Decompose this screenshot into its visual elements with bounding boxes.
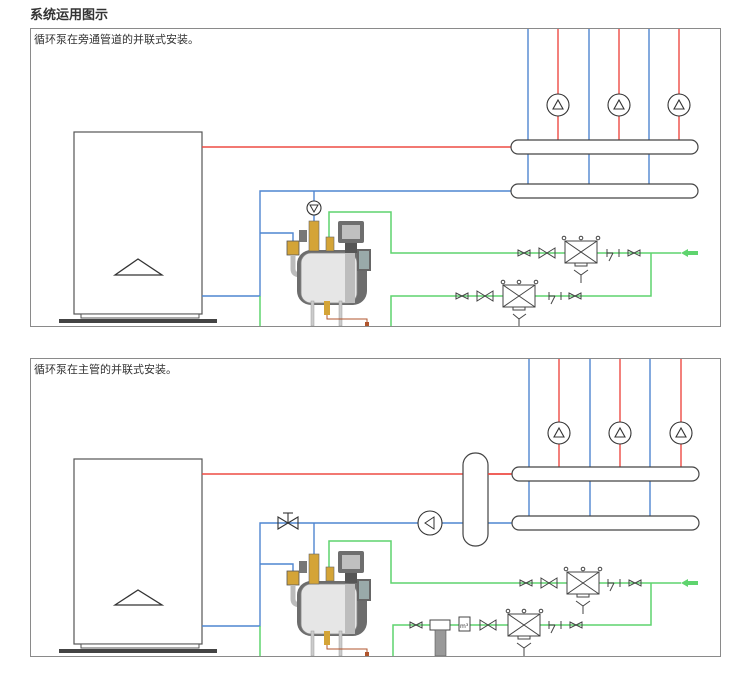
boiler xyxy=(59,131,217,323)
panel-caption: 循环泵在主管的并联式安装。 xyxy=(34,363,177,376)
make-up-valve-train-upper xyxy=(517,235,641,283)
water-meter-label: m³ xyxy=(460,623,469,630)
consumer-pump-icons xyxy=(547,421,693,445)
diagram-panel-bypass: 循环泵在旁通管道的并联式安装。 xyxy=(30,28,721,327)
main-pipe-installation-diagram: m³ xyxy=(59,359,700,656)
boiler xyxy=(59,458,217,653)
bypass-pump-icon xyxy=(306,200,322,216)
return-header xyxy=(510,183,699,199)
inlet-arrow-icon xyxy=(681,249,698,257)
diagram-panel-main-pipe: 循环泵在主管的并联式安装。 xyxy=(30,358,721,657)
degassing-unit xyxy=(286,551,371,656)
supply-header xyxy=(511,466,700,482)
balancing-valve-icon xyxy=(277,512,299,530)
return-header xyxy=(511,515,700,531)
make-up-valve-train-lower xyxy=(455,279,582,326)
consumer-risers xyxy=(527,29,680,191)
make-up-valve-train-lower xyxy=(409,608,583,656)
page-title: 系统运用图示 xyxy=(30,8,109,23)
consumer-risers xyxy=(488,359,682,523)
degassing-unit xyxy=(286,220,371,326)
panel-caption: 循环泵在旁通管道的并联式安装。 xyxy=(34,33,199,46)
inlet-arrow-icon xyxy=(681,579,698,587)
consumer-pump-icons xyxy=(546,93,691,117)
main-pump-icon xyxy=(417,510,443,536)
hydraulic-separator xyxy=(462,452,489,547)
bypass-installation-diagram xyxy=(59,29,699,326)
make-up-valve-train-upper xyxy=(519,566,642,614)
supply-header xyxy=(510,139,699,155)
water-softener xyxy=(429,619,451,631)
water-meter-icon xyxy=(458,616,471,632)
